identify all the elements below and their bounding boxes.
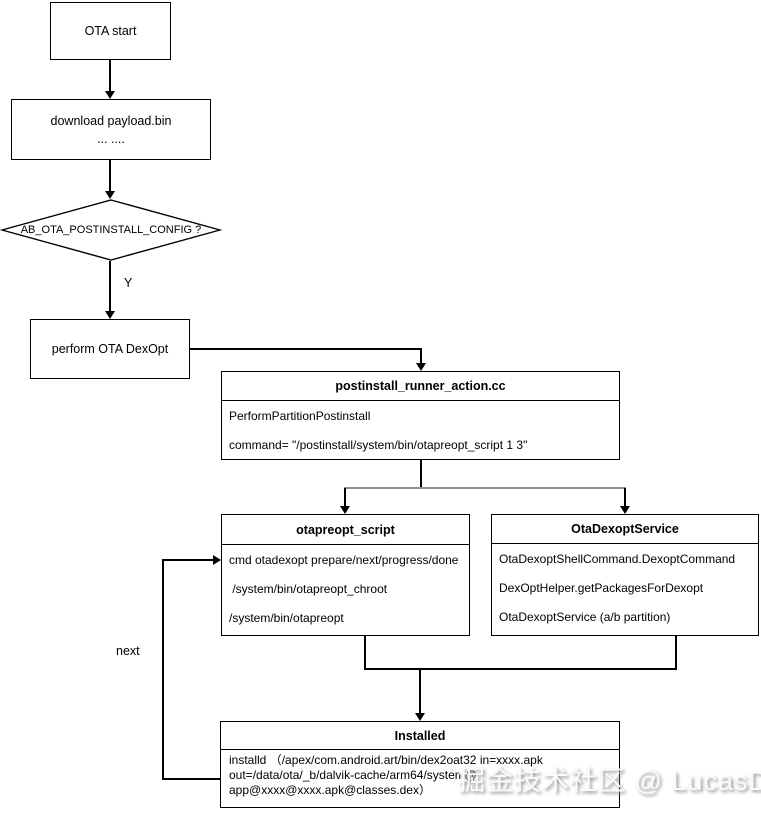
node-postinstall-runner-action: postinstall_runner_action.cc PerformPart… xyxy=(221,371,620,460)
node-installed-title: Installed xyxy=(221,722,619,750)
connector-next-loop-bottom xyxy=(163,778,220,780)
connector-perform-to-postinstall-drop xyxy=(420,348,422,363)
postinstall-runner-line: PerformPartitionPostinstall xyxy=(229,409,371,423)
connector-next-loop-vertical xyxy=(162,559,164,780)
arrowhead-down-icon xyxy=(416,363,426,371)
connector-perform-to-postinstall xyxy=(190,348,422,350)
node-decision-label: AB_OTA_POSTINSTALL_CONFIG ? xyxy=(20,224,202,236)
node-otapreopt-script-title: otapreopt_script xyxy=(222,515,469,545)
connector-postinstall-down xyxy=(420,460,422,488)
connector-merge-to-installed xyxy=(419,669,421,713)
ota-dexopt-service-line: DexOptHelper.getPackagesForDexopt xyxy=(499,581,704,595)
node-ota-start-label: OTA start xyxy=(84,24,137,38)
connector-split-to-dexoptservice xyxy=(624,488,626,506)
otapreopt-script-line: cmd otadexopt prepare/next/progress/done xyxy=(229,553,459,567)
node-ota-dexopt-service-title: OtaDexoptService xyxy=(492,515,758,544)
connector-split-horizontal xyxy=(344,487,626,489)
node-perform-ota-dexopt-label: perform OTA DexOpt xyxy=(51,342,169,356)
arrowhead-down-icon xyxy=(415,713,425,721)
arrowhead-down-icon xyxy=(620,506,630,514)
node-ota-start: OTA start xyxy=(50,2,171,60)
arrowhead-right-icon xyxy=(213,555,221,565)
arrowhead-down-icon xyxy=(105,91,115,99)
node-otapreopt-script: otapreopt_script cmd otadexopt prepare/n… xyxy=(221,514,470,636)
watermark-text: 掘金技术社区 @ LucasD xyxy=(458,766,761,796)
arrowhead-down-icon xyxy=(105,191,115,199)
otapreopt-script-line: /system/bin/otapreopt xyxy=(229,611,344,625)
connector-decision-to-perform xyxy=(109,261,111,311)
node-postinstall-runner-action-title: postinstall_runner_action.cc xyxy=(222,372,619,401)
connector-otapreopt-down xyxy=(364,636,366,670)
node-decision-postinstall-config: AB_OTA_POSTINSTALL_CONFIG ? xyxy=(0,198,223,262)
arrowhead-down-icon xyxy=(105,311,115,319)
ota-dexopt-service-line: OtaDexoptService (a/b partition) xyxy=(499,610,671,624)
node-download-payload-label: download payload.bin xyxy=(50,113,172,128)
installed-line: app@xxxx@xxxx.apk@classes.dex） xyxy=(229,783,431,797)
edge-label-next: next xyxy=(116,644,140,658)
connector-merge-horizontal xyxy=(364,668,677,670)
node-ota-dexopt-service: OtaDexoptService OtaDexoptShellCommand.D… xyxy=(491,514,759,636)
connector-split-to-otapreopt xyxy=(344,488,346,506)
connector-next-loop-top xyxy=(163,559,213,561)
connector-download-to-decision xyxy=(109,160,111,191)
arrowhead-down-icon xyxy=(340,506,350,514)
node-download-payload: download payload.bin ... .... xyxy=(11,99,211,160)
node-download-payload-sub: ... .... xyxy=(97,131,125,146)
connector-start-to-download xyxy=(109,60,111,91)
postinstall-runner-line: command= "/postinstall/system/bin/otapre… xyxy=(229,438,528,452)
decision-diamond-shape xyxy=(0,199,223,261)
node-perform-ota-dexopt: perform OTA DexOpt xyxy=(30,319,190,379)
installed-line: out=/data/ota/_b/dalvik-cache/arm64/syst… xyxy=(229,768,477,782)
ota-dexopt-service-line: OtaDexoptShellCommand.DexoptCommand xyxy=(499,552,736,566)
installed-line: installd （/apex/com.android.art/bin/dex2… xyxy=(229,753,543,767)
otapreopt-script-line: /system/bin/otapreopt_chroot xyxy=(229,582,388,596)
node-installed: Installed installd （/apex/com.android.ar… xyxy=(220,721,620,808)
connector-dexoptservice-down xyxy=(675,635,677,670)
edge-label-yes: Y xyxy=(124,276,133,290)
